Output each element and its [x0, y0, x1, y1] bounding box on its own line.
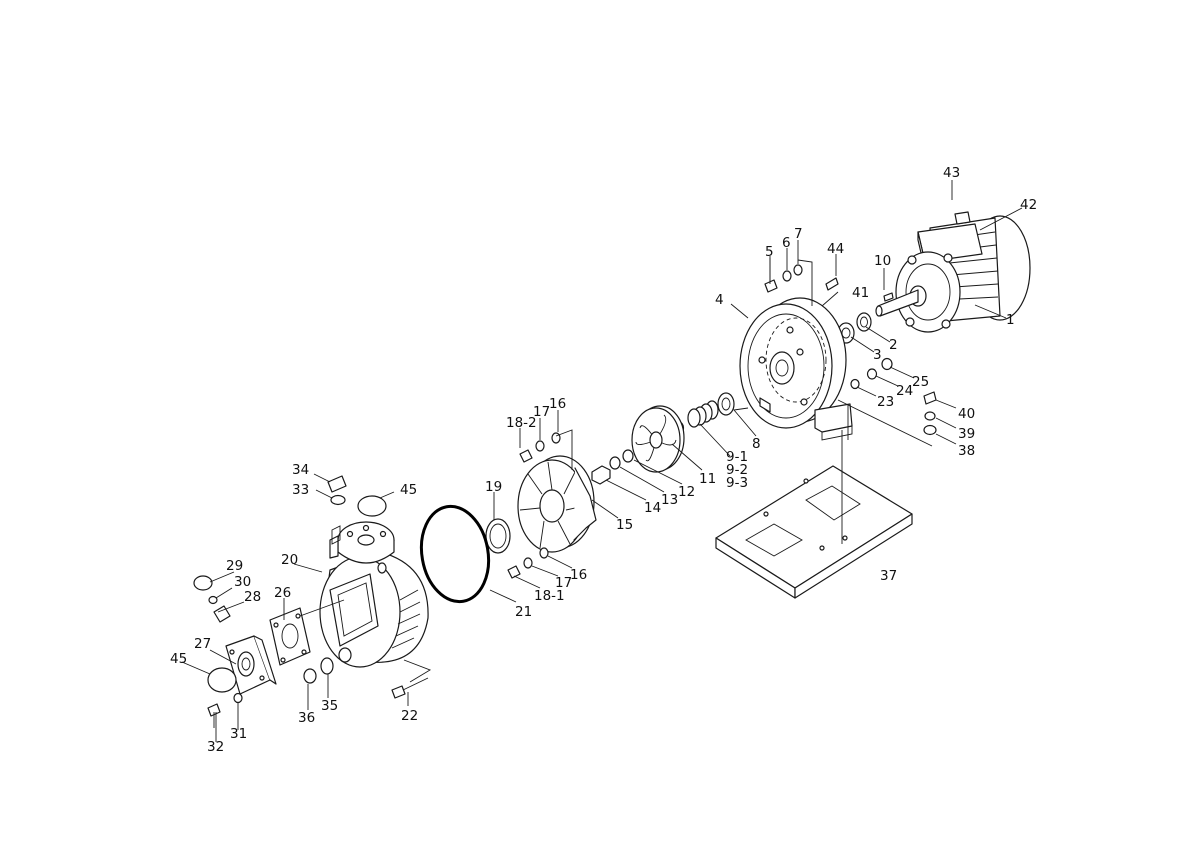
callout-2: 2 [889, 337, 898, 353]
base-plate [715, 465, 913, 599]
callout-9-1: 9-1 [726, 449, 748, 465]
callout-28: 28 [244, 589, 261, 605]
callout-labels: 1 2 3 4 5 6 7 8 9-1 9-2 9-3 10 11 12 13 … [170, 165, 1037, 755]
callout-11: 11 [699, 471, 716, 487]
plugs-and-fittings [193, 475, 387, 728]
callout-9-3: 9-3 [726, 475, 748, 491]
callout-25: 25 [912, 374, 929, 390]
callout-16-bottom: 16 [570, 567, 587, 583]
callout-3: 3 [873, 347, 882, 363]
callout-38: 38 [958, 443, 975, 459]
callout-18-2: 18-2 [506, 415, 537, 431]
callout-23: 23 [877, 394, 894, 410]
callout-15: 15 [616, 517, 633, 533]
callout-45-top: 45 [400, 482, 417, 498]
callout-43: 43 [943, 165, 960, 181]
callout-10: 10 [874, 253, 891, 269]
callout-30: 30 [234, 574, 251, 590]
impeller-and-seal [591, 392, 735, 485]
callout-16-top: 16 [549, 396, 566, 412]
hardware-small [391, 256, 937, 699]
callout-18-1: 18-1 [534, 588, 565, 604]
o-rings [419, 504, 511, 604]
callout-42: 42 [1020, 197, 1037, 213]
callout-33: 33 [292, 482, 309, 498]
callout-9-2: 9-2 [726, 462, 748, 478]
callout-6: 6 [782, 235, 791, 251]
callout-17-bottom: 17 [555, 575, 572, 591]
callout-8: 8 [752, 436, 761, 452]
callout-19: 19 [485, 479, 502, 495]
callout-27: 27 [194, 636, 211, 652]
callout-24: 24 [896, 383, 913, 399]
motor-assembly [875, 211, 1031, 333]
pump-casing [303, 521, 429, 684]
callout-31: 31 [230, 726, 247, 742]
callout-13: 13 [661, 492, 678, 508]
callout-39: 39 [958, 426, 975, 442]
callout-1: 1 [1006, 312, 1015, 328]
callout-14: 14 [644, 500, 661, 516]
callout-26: 26 [274, 585, 291, 601]
callout-41: 41 [852, 285, 869, 301]
callout-4: 4 [715, 292, 724, 308]
callout-32: 32 [207, 739, 224, 755]
callout-35: 35 [321, 698, 338, 714]
callout-22: 22 [401, 708, 418, 724]
adapter-bracket [739, 297, 853, 441]
leader-lines [181, 180, 1023, 742]
callout-20: 20 [281, 552, 298, 568]
callout-7: 7 [794, 226, 803, 242]
callout-36: 36 [298, 710, 315, 726]
suction-flange [225, 607, 311, 695]
callout-12: 12 [678, 484, 695, 500]
callout-40: 40 [958, 406, 975, 422]
callout-37: 37 [880, 568, 897, 584]
callout-29: 29 [226, 558, 243, 574]
callout-5: 5 [765, 244, 774, 260]
callout-44: 44 [827, 241, 844, 257]
callout-45-left: 45 [170, 651, 187, 667]
diffuser [517, 455, 597, 553]
callout-34: 34 [292, 462, 309, 478]
callout-21: 21 [515, 604, 532, 620]
callout-17-top: 17 [533, 404, 550, 420]
